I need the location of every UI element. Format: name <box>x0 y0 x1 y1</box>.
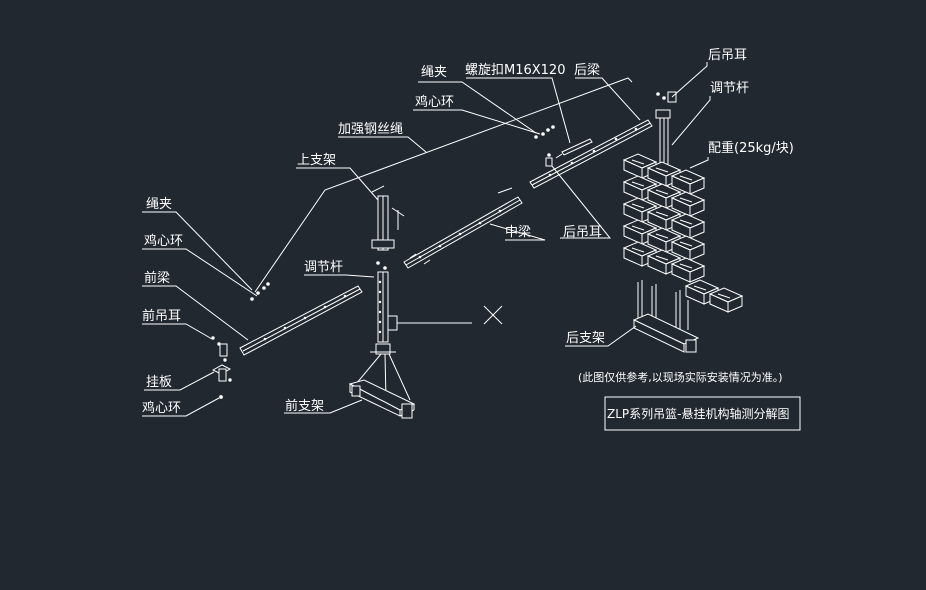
reinforced-wire-rope <box>254 77 633 293</box>
rear-beam <box>529 119 653 189</box>
label-thimble-top: 鸡心环 <box>415 94 454 110</box>
upper-support <box>371 185 405 270</box>
label-front-lug: 前吊耳 <box>142 308 181 324</box>
front-lug-part <box>211 336 228 362</box>
cross-mark <box>483 305 503 325</box>
rope-clip-left-parts <box>250 282 270 301</box>
label-front-beam: 前梁 <box>144 270 170 286</box>
label-adjust-rod-right: 调节杆 <box>710 81 749 96</box>
counterweight-block <box>646 183 682 209</box>
label-rear-support: 后支架 <box>566 331 605 346</box>
title-block-frame <box>604 396 801 431</box>
part-labels: 绳夹 螺旋扣M16X120 后梁 后吊耳 鸡心环 调节杆 加强钢丝绳 配重(25… <box>142 48 794 416</box>
label-thimble-left: 鸡心环 <box>144 233 183 249</box>
front-beam <box>239 285 363 356</box>
reference-note: (此图仅供参考,以现场实际安装情况为准。) <box>578 370 783 384</box>
label-reinforced-wire-rope: 加强钢丝绳 <box>338 122 403 137</box>
leader-lines <box>142 62 711 417</box>
label-rear-beam: 后梁 <box>574 63 600 78</box>
hanging-plate-part <box>211 364 232 382</box>
drawing-title: ZLP系列吊篮-悬挂机构轴测分解图 <box>607 406 789 421</box>
label-rear-lug-mid: 后吊耳 <box>563 225 602 240</box>
counterweight-block <box>708 287 744 313</box>
rear-support <box>632 280 700 353</box>
label-thimble-bottom: 鸡心环 <box>142 400 181 416</box>
label-upper-support: 上支架 <box>297 153 336 168</box>
label-front-support: 前支架 <box>285 398 324 414</box>
counterweight-block <box>670 169 706 195</box>
turnbuckle-bolt <box>555 138 593 159</box>
label-hanging-plate: 挂板 <box>146 375 172 390</box>
middle-beam <box>403 187 523 269</box>
rear-lug-mid-parts <box>545 153 553 167</box>
counterweight-block <box>670 257 706 283</box>
counterweight-stack <box>622 153 744 313</box>
label-rope-clip-top: 绳夹 <box>421 65 447 80</box>
label-middle-beam: 中梁 <box>505 225 531 240</box>
label-adjust-rod-mid: 调节杆 <box>304 260 343 275</box>
label-rear-lug-top: 后吊耳 <box>708 48 747 63</box>
thimble-bottom-part <box>219 395 223 399</box>
label-bolt: 螺旋扣M16X120 <box>465 63 565 78</box>
rope-clip-top-parts <box>534 125 555 139</box>
label-rope-clip-left: 绳夹 <box>146 197 172 212</box>
label-counterweight: 配重(25kg/块) <box>708 140 794 156</box>
counterweight-block <box>622 197 658 223</box>
front-support <box>348 271 472 419</box>
